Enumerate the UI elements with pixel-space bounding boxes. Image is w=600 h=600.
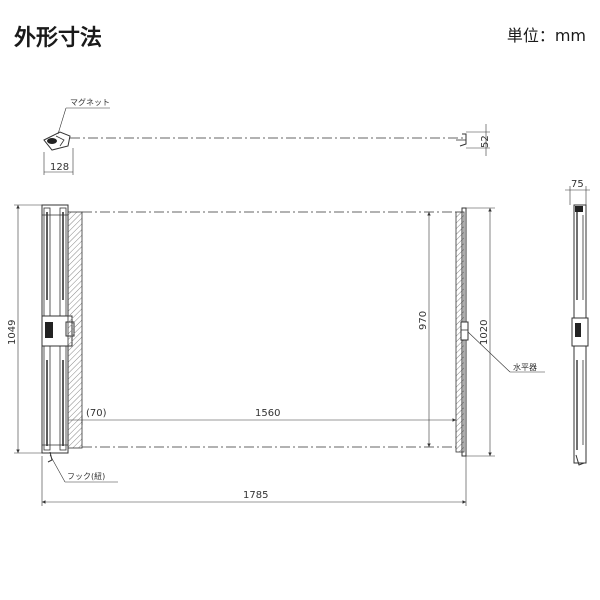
dim-top-height: 52 <box>480 135 491 148</box>
page-title: 外形寸法 <box>14 26 103 51</box>
dim-inner-width: 1560 <box>255 408 280 419</box>
level-label: 水平器 <box>513 362 537 372</box>
dim-inner-height: 970 <box>418 311 429 330</box>
dim-frame-height: 1020 <box>479 320 490 345</box>
hook-label: フック(紐) <box>67 471 105 481</box>
dim-overall-height: 1049 <box>7 320 18 345</box>
dim-offset: (70) <box>86 408 107 419</box>
dim-overall-width: 1785 <box>243 490 268 501</box>
side-view: 75 <box>565 179 590 466</box>
dim-top-width: 128 <box>50 162 69 173</box>
top-view: マグネット 128 52 <box>43 97 491 175</box>
dim-side-width: 75 <box>571 179 584 190</box>
magnet-label: マグネット <box>70 97 110 107</box>
front-view: 水平器 フック(紐) 1049 970 1020 (70) 1560 1785 <box>7 204 545 506</box>
unit-label: 単位：mm <box>506 26 586 45</box>
